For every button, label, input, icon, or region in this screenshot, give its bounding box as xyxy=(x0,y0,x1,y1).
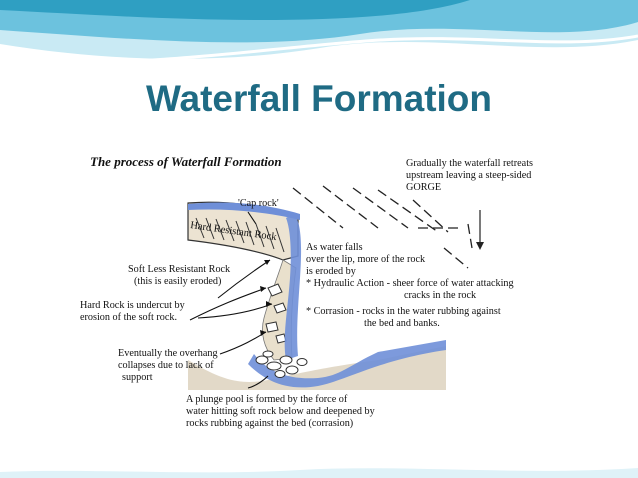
riverbed-ground xyxy=(188,346,446,390)
svg-text:* Corrasion - rocks in the wat: * Corrasion - rocks in the water rubbing… xyxy=(306,306,501,317)
wave-bottom xyxy=(0,468,638,478)
svg-text:* Hydraulic Action - sheer for: * Hydraulic Action - sheer force of wate… xyxy=(306,278,514,289)
soft-rock-fragments xyxy=(265,283,287,344)
cap-rock-hatching xyxy=(195,217,285,253)
gorge-retreat-lines xyxy=(292,185,473,269)
svg-text:Hard Rock is undercut by: Hard Rock is undercut by xyxy=(80,300,186,311)
svg-text:Eventually the overhang: Eventually the overhang xyxy=(118,348,218,359)
svg-text:upstream leaving a steep-sided: upstream leaving a steep-sided xyxy=(406,170,531,181)
plunge-pool-water xyxy=(248,340,446,388)
diagram-heading: The process of Waterfall Formation xyxy=(90,154,282,169)
river-water-top xyxy=(188,202,300,220)
svg-text:support: support xyxy=(122,372,153,383)
undercut-label: Hard Rock is undercut by erosion of the … xyxy=(80,300,186,323)
plunge-pool-rocks xyxy=(255,350,308,378)
pointer-arrowheads xyxy=(260,260,272,336)
gorge-arrowhead xyxy=(476,242,484,250)
corrasion-label: * Corrasion - rocks in the water rubbing… xyxy=(306,306,501,329)
wave-white-line xyxy=(0,34,638,65)
svg-text:A plunge pool is formed by the: A plunge pool is formed by the force of xyxy=(186,394,348,405)
svg-text:the bed and banks.: the bed and banks. xyxy=(364,318,440,329)
svg-text:water hitting soft rock below: water hitting soft rock below and deepen… xyxy=(186,406,376,417)
svg-text:Soft Less Resistant Rock: Soft Less Resistant Rock xyxy=(128,264,231,275)
svg-text:over the lip, more of the rock: over the lip, more of the rock xyxy=(306,254,426,265)
water-falls-label: As water falls over the lip, more of the… xyxy=(306,242,426,277)
svg-text:erosion of the soft rock.: erosion of the soft rock. xyxy=(80,312,177,323)
svg-text:GORGE: GORGE xyxy=(406,182,441,193)
svg-text:As water falls: As water falls xyxy=(306,242,363,253)
svg-text:(this is easily eroded): (this is easily eroded) xyxy=(134,276,221,287)
svg-text:cracks in the rock: cracks in the rock xyxy=(404,290,477,301)
diagram-background xyxy=(78,128,556,444)
plunge-pool-label: A plunge pool is formed by the force of … xyxy=(186,394,376,429)
soft-rock-label: Soft Less Resistant Rock (this is easily… xyxy=(128,264,231,287)
svg-text:rocks rubbing against the bed: rocks rubbing against the bed (corrasion… xyxy=(186,418,353,429)
cap-rock-label: 'Cap rock' xyxy=(238,198,279,209)
waterfall-water xyxy=(284,214,302,360)
waterfall-diagram: The process of Waterfall Formation xyxy=(78,128,556,444)
svg-text:Gradually the waterfall retrea: Gradually the waterfall retreats xyxy=(406,158,533,169)
wave-top-dark xyxy=(0,0,470,20)
svg-text:collapses due to lack of: collapses due to lack of xyxy=(118,360,214,371)
slide-title: Waterfall Formation xyxy=(145,78,493,119)
hydraulic-action-label: * Hydraulic Action - sheer force of wate… xyxy=(306,278,514,301)
gorge-label: Gradually the waterfall retreats upstrea… xyxy=(406,158,533,193)
svg-text:is eroded by: is eroded by xyxy=(306,266,357,277)
overhang-label: Eventually the overhang collapses due to… xyxy=(118,348,218,383)
